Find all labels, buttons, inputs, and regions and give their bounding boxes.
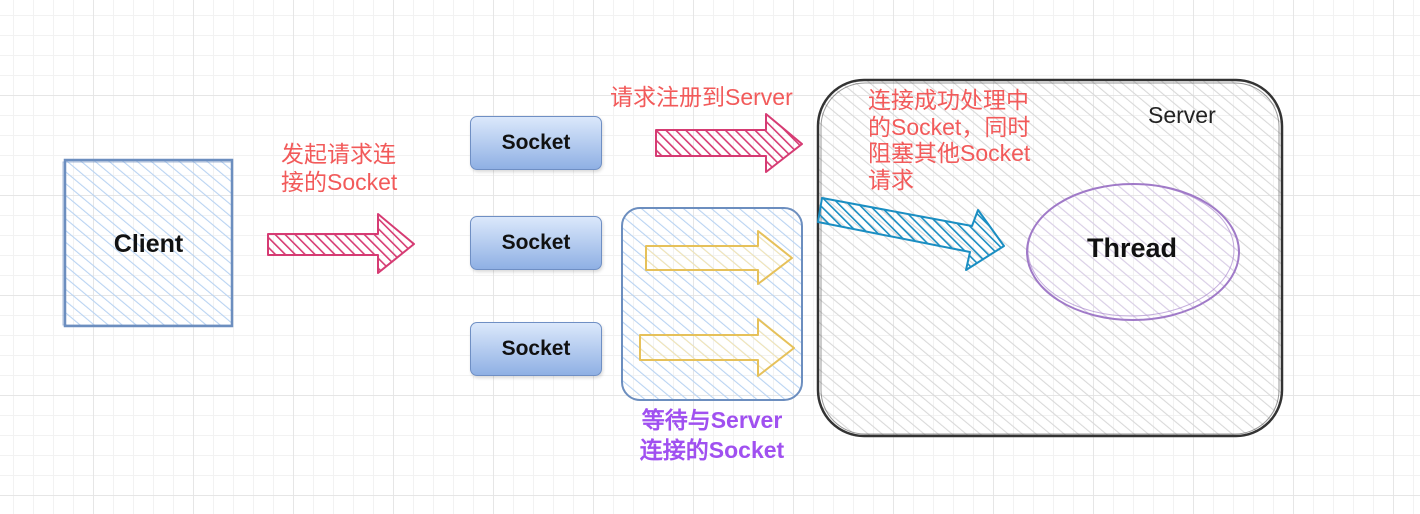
client-request-line-1: 发起请求连 [281,141,396,167]
processing-arrow [817,197,1005,271]
client-request-annotation: 发起请求连 接的Socket [281,140,397,196]
waiting-annotation: 等待与Server 连接的Socket [612,406,812,466]
register-annotation: 请求注册到Server [610,84,793,110]
server-label: Server [1148,102,1216,128]
waiting-line-2: 连接的Socket [639,436,785,463]
processing-line-3: 阻塞其他Socket [868,140,1031,167]
client-box [62,158,234,328]
processing-line-2: 的Socket，同时 [868,113,1031,140]
socket-1: Socket [470,116,602,170]
processing-annotation: 连接成功处理中 的Socket，同时 阻塞其他Socket 请求 [868,87,1030,194]
register-arrow [655,113,803,173]
waiting-arrow-1 [645,230,793,285]
processing-line-4: 请求 [868,167,914,194]
thread-ellipse [1026,183,1240,321]
processing-line-1: 连接成功处理中 [868,87,1029,113]
waiting-line-1: 等待与Server [641,407,783,433]
client-label: Client [113,230,184,258]
waiting-arrow-2 [639,318,795,377]
thread-label: Thread [1086,233,1178,263]
socket-3: Socket [470,322,602,376]
client-to-socket-arrow [267,213,415,274]
waiting-group-box [621,207,803,401]
client-request-line-2: 接的Socket [281,169,398,196]
socket-2: Socket [470,216,602,270]
